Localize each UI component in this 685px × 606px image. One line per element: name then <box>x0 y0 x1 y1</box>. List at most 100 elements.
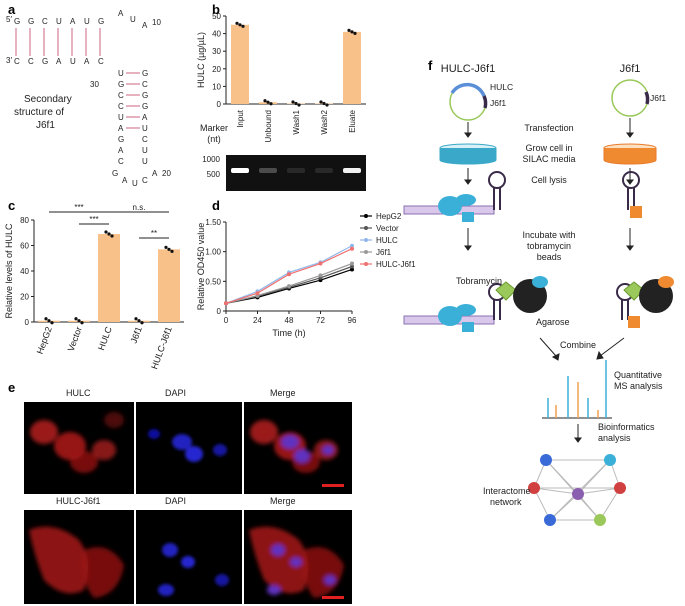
nucleotide: G <box>14 17 20 26</box>
d-y-tick-label: 0 <box>217 307 222 316</box>
structure-label-1: Secondary <box>24 94 72 105</box>
b-point <box>238 23 242 27</box>
b-point <box>241 24 245 28</box>
j6f1-insert <box>482 95 488 109</box>
c-point <box>47 319 51 323</box>
d-y-label: Relative OD450 value <box>196 223 206 311</box>
e-row2-dapi-label: DAPI <box>165 496 187 506</box>
b-x-tick-label: Wash1 <box>292 109 301 134</box>
tobramycin-1 <box>495 281 517 301</box>
d-point <box>255 291 260 296</box>
d-legend-label: HULC-J6f1 <box>376 260 416 269</box>
nucleotide: A <box>118 9 124 18</box>
c-point <box>140 321 144 325</box>
c-point <box>167 247 171 251</box>
gel-band <box>259 168 277 173</box>
b-y-tick-label: 50 <box>212 12 221 21</box>
nucleotide: U <box>132 179 138 188</box>
f-incubate-label-2: tobramycin <box>527 241 571 251</box>
gel-band <box>287 168 305 173</box>
b-point <box>269 102 273 106</box>
c-sig-label: *** <box>74 203 83 212</box>
b-y-tick-label: 20 <box>212 65 221 74</box>
structure-label-3: J6f1 <box>36 120 55 131</box>
d-point <box>224 301 228 306</box>
nucleotide: G <box>118 80 124 89</box>
c-y-tick-label: 0 <box>25 318 30 327</box>
d-point <box>350 264 354 269</box>
f-grow-label-1: Grow cell in <box>525 143 572 153</box>
nucleotide: C <box>98 57 104 66</box>
nucleotide: U <box>142 157 148 166</box>
c-bar <box>98 234 120 322</box>
gel-tick-label: 1000 <box>202 155 220 164</box>
c-point <box>107 232 111 236</box>
plasmid-j6f1 <box>611 79 649 117</box>
b-point <box>322 101 326 106</box>
b-point <box>263 99 267 103</box>
network-nodes <box>528 454 626 526</box>
b-y-tick-label: 30 <box>212 47 221 56</box>
f-interactome-label-1: Interactome <box>483 486 531 496</box>
nucleotide: C <box>118 157 124 166</box>
protein-1 <box>438 196 462 216</box>
nucleotide: U <box>70 57 76 66</box>
c-y-tick-label: 20 <box>20 293 29 302</box>
f-transfection-label: Transfection <box>524 123 573 133</box>
c-y-tick-label: 80 <box>20 216 29 225</box>
nucleotide: A <box>56 57 62 66</box>
f-col2-title: J6f1 <box>620 63 641 75</box>
gel-band <box>315 168 333 173</box>
f-lysis-label: Cell lysis <box>531 175 567 185</box>
b-x-tick-label: Wash2 <box>320 109 329 134</box>
scale-bar-2 <box>322 596 344 599</box>
d-legend-label: HepG2 <box>376 212 402 221</box>
b-point <box>325 103 329 107</box>
c-y-label: Relative levels of HULC <box>4 223 14 319</box>
tobramycin-2 <box>623 281 645 301</box>
nucleotide: C <box>118 91 124 100</box>
b-point <box>235 21 239 25</box>
nucleotide: U <box>142 146 148 155</box>
d-legend-label: J6f1 <box>376 248 392 257</box>
protein-4 <box>630 206 642 218</box>
d-x-tick-label: 24 <box>253 316 262 325</box>
j6f1-insert-2 <box>644 91 650 105</box>
nucleotide: A <box>70 17 76 26</box>
three-prime-label: 3′ <box>6 56 12 65</box>
f-j6f1-label-2: J6f1 <box>650 93 666 103</box>
f-incubate-label-1: Incubate with <box>522 230 575 240</box>
panel-letter-c: c <box>8 198 16 213</box>
e-row2-hulc-j6f1-label: HULC-J6f1 <box>56 496 101 506</box>
pos-30-label: 30 <box>90 80 99 89</box>
f-tobramycin-label: Tobramycin <box>456 276 502 286</box>
b-point <box>266 100 270 104</box>
nucleotide: G <box>142 69 148 78</box>
c-sig-label: ** <box>151 229 157 238</box>
e-row2-merge-label: Merge <box>270 496 296 506</box>
f-bioinfo-label-2: analysis <box>598 433 631 443</box>
f-ms-label-1: Quantitative <box>614 370 662 380</box>
micro-merge-2 <box>244 510 352 604</box>
b-x-tick-label: Input <box>236 109 245 128</box>
c-y-tick-label: 40 <box>20 267 29 276</box>
dish-1 <box>439 148 497 165</box>
e-row1-hulc-label: HULC <box>66 388 91 398</box>
d-legend-marker <box>364 214 368 218</box>
panel-letter-e: e <box>8 380 16 395</box>
b-bar <box>231 24 249 104</box>
five-prime-label: 5′ <box>6 15 12 24</box>
gel-image <box>226 155 366 191</box>
d-legend-marker <box>364 262 368 266</box>
b-point <box>297 103 301 107</box>
b-bar <box>343 31 361 105</box>
d-point <box>318 273 323 278</box>
nucleotide: U <box>142 124 148 133</box>
nucleotide: A <box>142 21 148 30</box>
nucleotide: G <box>28 17 34 26</box>
pos-10-label: 10 <box>152 18 161 27</box>
nucleotide: C <box>42 17 48 26</box>
b-x-tick-label: Unbound <box>264 110 273 142</box>
